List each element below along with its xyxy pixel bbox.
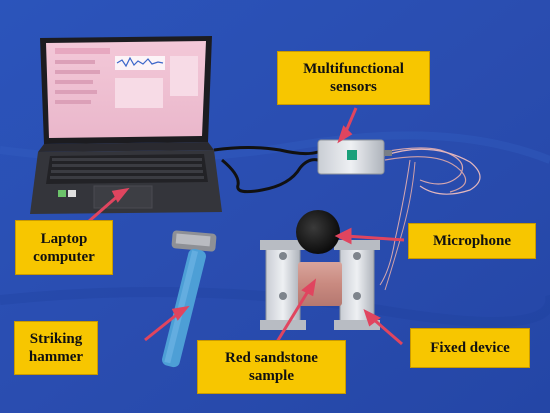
fixed-device-label: Fixed device bbox=[410, 328, 530, 368]
microphone bbox=[296, 210, 340, 254]
label-line: computer bbox=[33, 248, 95, 265]
label-line: Striking bbox=[29, 331, 83, 347]
label-line: Laptop bbox=[40, 230, 88, 247]
red-sandstone-sample-label: Red sandstone sample bbox=[197, 340, 346, 394]
label-line: sensors bbox=[330, 79, 377, 95]
label-line: Red sandstone bbox=[225, 350, 318, 366]
microphone-label: Microphone bbox=[408, 223, 536, 259]
sensor-box bbox=[317, 139, 392, 175]
red-sandstone-sample bbox=[298, 262, 342, 306]
label-line: Microphone bbox=[432, 233, 512, 249]
pointer-arrows bbox=[87, 107, 405, 351]
label-line: sample bbox=[249, 368, 294, 384]
striking-hammer-label: Striking hammer bbox=[14, 321, 98, 375]
label-line: hammer bbox=[28, 349, 84, 365]
label-line: Multifunctional bbox=[303, 61, 404, 77]
label-line: Fixed device bbox=[430, 340, 510, 356]
cables bbox=[213, 146, 481, 291]
multifunctional-sensors-label: Multifunctional sensors bbox=[277, 51, 430, 105]
laptop-computer bbox=[30, 36, 222, 214]
laptop-computer-label: Laptop computer bbox=[15, 220, 113, 275]
